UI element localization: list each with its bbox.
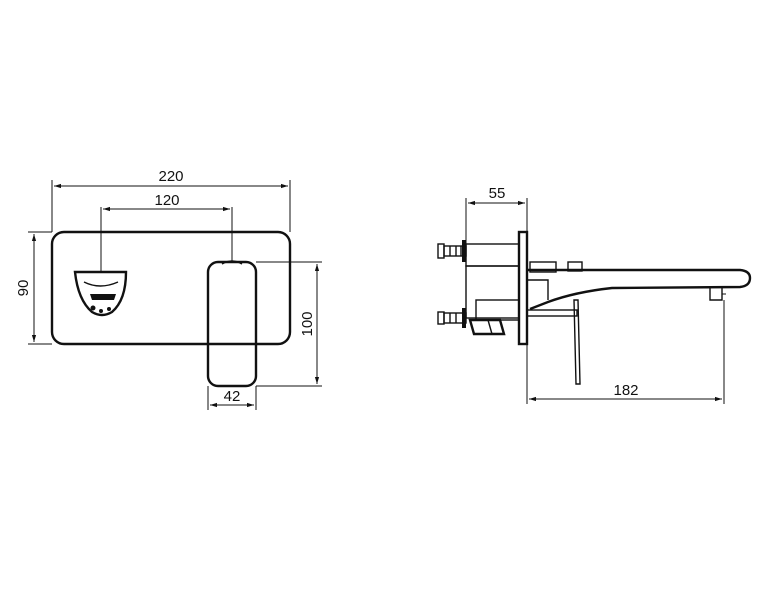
handle	[206, 260, 258, 388]
wall-flange	[517, 230, 529, 346]
handle-blade	[526, 299, 581, 385]
in-wall-body	[465, 243, 520, 336]
dim-220-label: 220	[158, 168, 183, 185]
wall-plate	[50, 230, 292, 346]
inlet-connector-top	[437, 240, 467, 262]
dim-100-label: 100	[299, 311, 316, 336]
inlet-connector-bottom	[437, 308, 467, 328]
dim-182-label: 182	[613, 382, 638, 399]
dim-120-label: 120	[154, 192, 179, 209]
front-view: 220 120 90 100 42	[15, 168, 322, 410]
side-view: 55 182	[437, 185, 752, 404]
spout-profile	[527, 261, 752, 311]
dim-90-label: 90	[15, 280, 32, 297]
dim-42-label: 42	[224, 388, 241, 405]
spout-outlet	[73, 270, 128, 317]
dim-55-label: 55	[489, 185, 506, 202]
